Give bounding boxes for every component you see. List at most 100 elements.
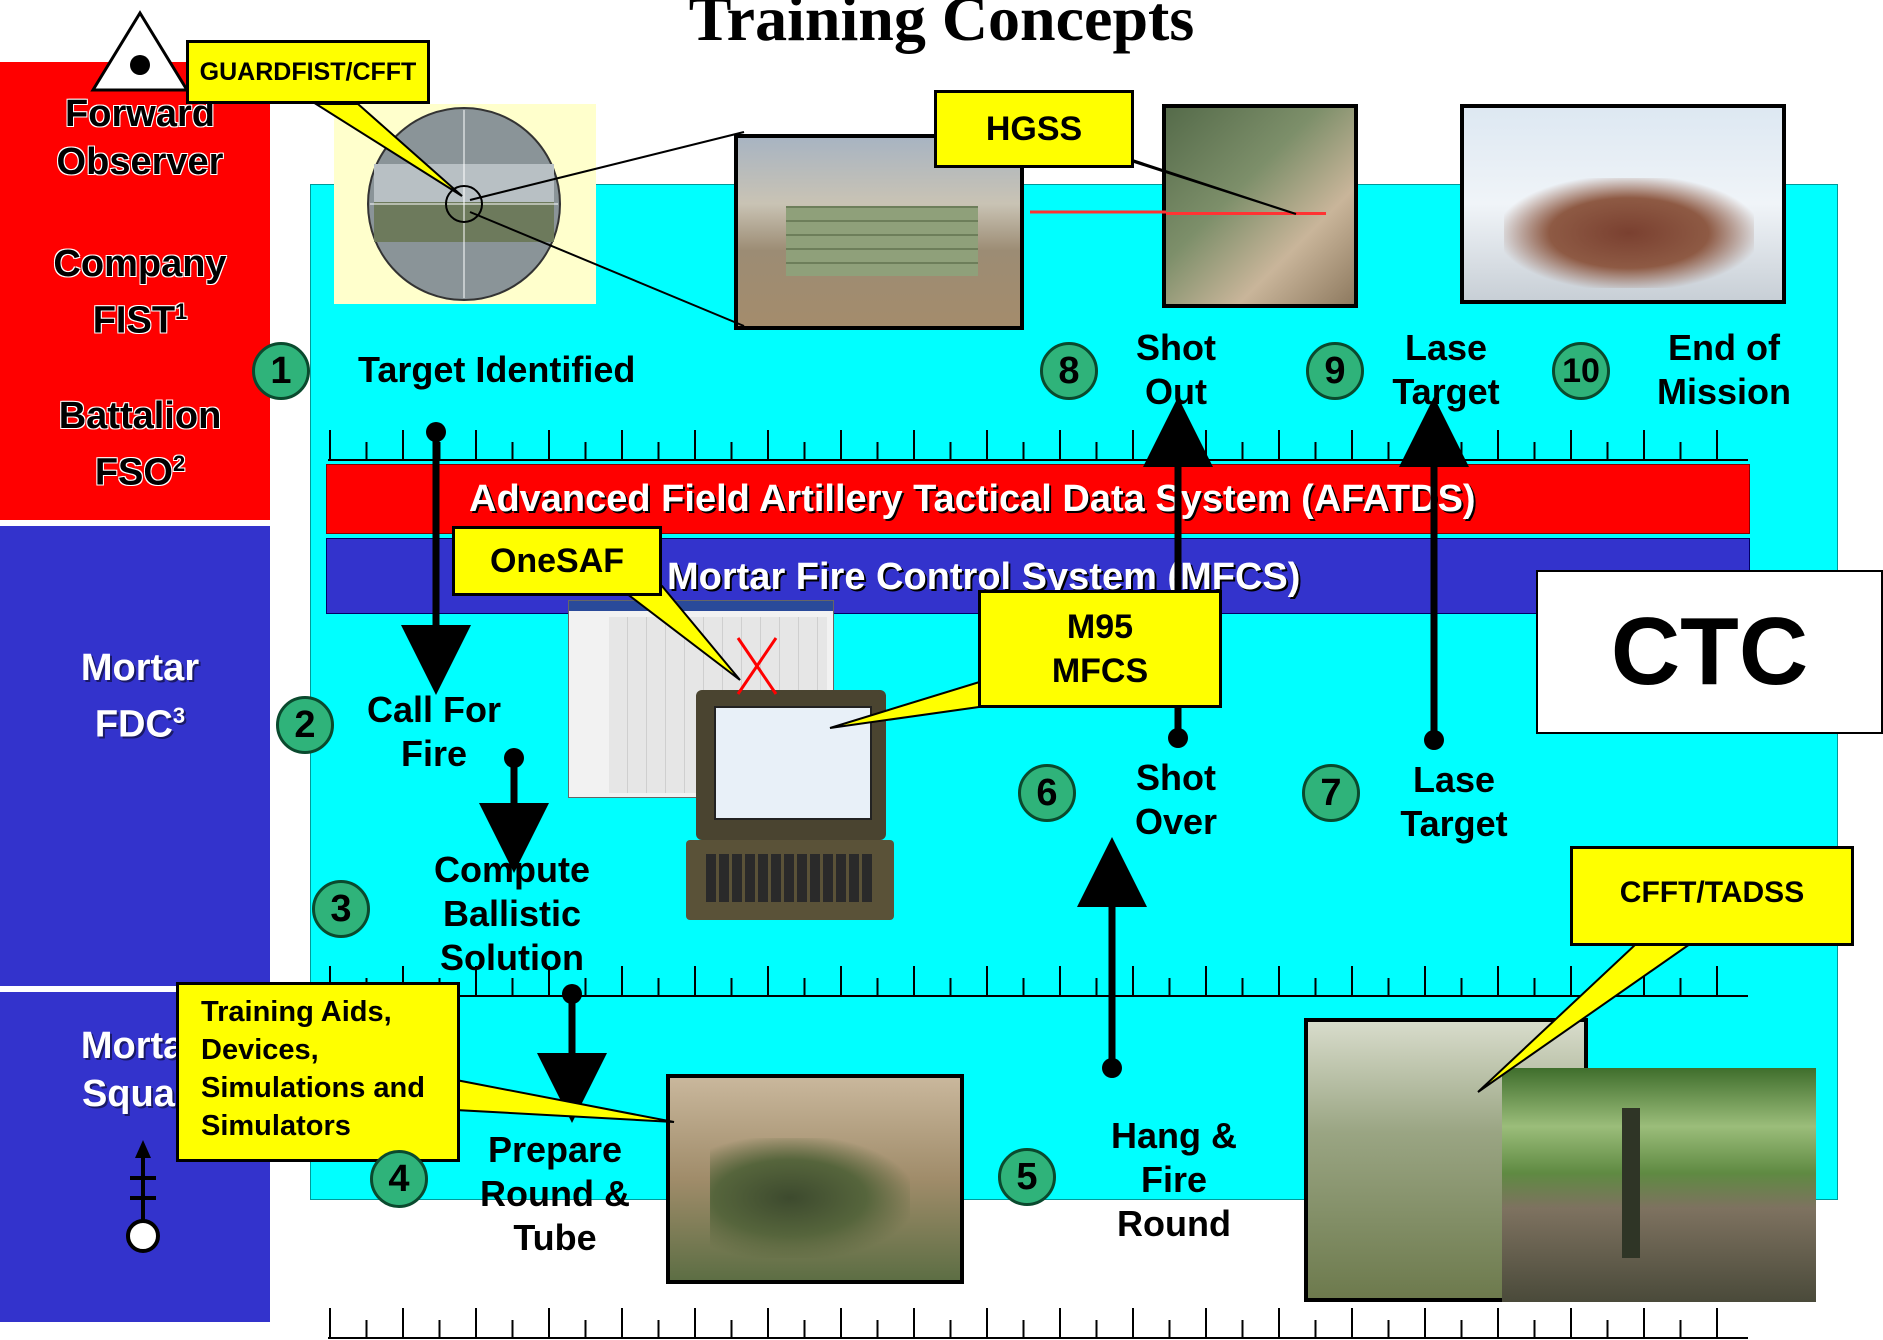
callout-tadss-line1: Training Aids,: [201, 996, 392, 1028]
step-label-2-line1: Call For: [366, 689, 501, 730]
hgss-photo: [1162, 104, 1358, 308]
afatds-bar: Advanced Field Artillery Tactical Data S…: [326, 464, 1750, 534]
step-label-6-line1: Shot: [1136, 757, 1216, 798]
step-number-1: 1: [252, 342, 310, 400]
callout-tadss-line2: Devices,: [201, 1034, 319, 1066]
step-label-5-line2: Fire: [1140, 1159, 1208, 1200]
role-forward-observer-text: Forward Observer: [56, 93, 224, 183]
role-company-fist: Company FIST1: [10, 240, 270, 345]
callout-guardfist: GUARDFIST/CFFT: [186, 40, 430, 104]
step-label-5: Hang & Fire Round: [1090, 1114, 1258, 1246]
callout-m95-line1: M95: [1066, 608, 1134, 646]
step-label-9: Lase Target: [1378, 326, 1514, 414]
soldiers-figure: [710, 1138, 910, 1258]
callout-onesaf: OneSAF: [452, 526, 662, 596]
step-label-3-line1: Compute: [434, 849, 590, 890]
callout-onesaf-text: OneSAF: [489, 542, 625, 580]
step-number-3: 3: [312, 880, 370, 938]
step-label-10-line1: End of: [1668, 327, 1780, 368]
ctc-box: CTC: [1536, 570, 1883, 734]
callout-tadss-line3: Simulations and: [201, 1072, 425, 1104]
role-fist-sup: 1: [175, 299, 188, 324]
role-fdc-line: FDC3: [10, 692, 270, 749]
role-fist-line: FIST1: [10, 288, 270, 345]
step-number-2: 2: [276, 696, 334, 754]
step-label-1: Target Identified: [358, 348, 635, 392]
step-label-5-line3: Round: [1117, 1203, 1231, 1244]
mortar-symbol-icon: [126, 1140, 160, 1253]
step-label-2-line2: Fire: [400, 733, 468, 774]
step-label-7-line1: Lase: [1412, 759, 1496, 800]
laser-beam: [1166, 212, 1326, 215]
step-number-5: 5: [998, 1148, 1056, 1206]
ctc-label: CTC: [1610, 598, 1809, 705]
scope-graphic: [367, 107, 561, 301]
step-label-7: Lase Target: [1386, 758, 1522, 846]
role-mortar-fdc: Mortar FDC3: [10, 644, 270, 749]
step-label-3-line3: Solution: [440, 937, 584, 978]
step-label-4: Prepare Round & Tube: [462, 1128, 648, 1260]
callout-tadss-line4: Simulators: [201, 1110, 351, 1142]
step-label-9-line2: Target: [1392, 371, 1500, 412]
tadss-simulator-photo: [1502, 1068, 1816, 1302]
step-label-8-line1: Shot: [1136, 327, 1216, 368]
onesaf-titlebar: [569, 601, 833, 611]
step-label-4-line3: Tube: [513, 1217, 597, 1258]
step-label-4-line2: Round &: [480, 1173, 630, 1214]
m95-device-image: [686, 690, 894, 928]
target-photo: [1460, 104, 1786, 304]
role-fso-text: FSO: [94, 451, 173, 494]
step-label-6: Shot Over: [1116, 756, 1236, 844]
role-company-text: Company: [53, 243, 227, 285]
step-label-8: Shot Out: [1116, 326, 1236, 414]
step-number-6: 6: [1018, 764, 1076, 822]
step-label-6-line2: Over: [1134, 801, 1218, 842]
role-battalion-text: Battalion: [58, 395, 222, 437]
sandbag-wall: [786, 206, 978, 276]
callout-cfft-tadss: CFFT/TADSS: [1570, 846, 1854, 946]
step-label-2: Call For Fire: [352, 688, 516, 776]
step-number-10: 10: [1552, 342, 1610, 400]
role-panel-forward-observer: [0, 62, 270, 520]
step-number-9: 9: [1306, 342, 1364, 400]
step-label-4-line1: Prepare: [487, 1129, 623, 1170]
role-panel-mortar-fdc: [0, 526, 270, 986]
target-debris: [1504, 178, 1754, 288]
role-fso-line: FSO2: [10, 440, 270, 497]
role-forward-observer: Forward Observer: [10, 90, 270, 186]
callout-cfft-tadss-text: CFFT/TADSS: [1619, 876, 1805, 909]
role-fdc-text: FDC: [94, 703, 173, 746]
step-label-3: Compute Ballistic Solution: [420, 848, 604, 980]
callout-tadss-definition: Training Aids, Devices, Simulations and …: [176, 982, 460, 1162]
step-number-4: 4: [370, 1150, 428, 1208]
role-fist-text: FIST: [92, 299, 176, 342]
guardfist-scope-image: [334, 104, 596, 304]
ruler-bottom: [328, 1308, 1748, 1339]
callout-m95: M95 MFCS: [978, 590, 1222, 708]
step-label-9-line1: Lase: [1404, 327, 1488, 368]
step-label-1-line1: Target Identified: [358, 349, 636, 390]
step-label-10: End of Mission: [1646, 326, 1802, 414]
role-battalion-fso: Battalion FSO2: [10, 392, 270, 497]
role-fso-sup: 2: [172, 451, 186, 476]
afatds-label: Advanced Field Artillery Tactical Data S…: [469, 478, 1476, 520]
role-fdc-sup: 3: [172, 703, 186, 728]
callout-guardfist-text: GUARDFIST/CFFT: [199, 58, 417, 86]
callout-hgss: HGSS: [934, 90, 1134, 168]
step-number-7: 7: [1302, 764, 1360, 822]
callout-hgss-text: HGSS: [985, 110, 1083, 148]
mortar-tube: [1622, 1108, 1640, 1258]
callout-m95-line2: MFCS: [1051, 652, 1149, 690]
step-label-8-line2: Out: [1145, 371, 1207, 412]
observer-triangle-icon: [90, 10, 190, 92]
page-title: Training Concepts: [688, 0, 1195, 54]
device-keys: [706, 854, 874, 902]
role-mortar-fdc-text: Mortar: [80, 647, 200, 689]
step-label-3-line2: Ballistic: [442, 893, 582, 934]
step-number-8: 8: [1040, 342, 1098, 400]
prepare-round-photo: [666, 1074, 964, 1284]
step-label-10-line2: Mission: [1656, 371, 1791, 412]
step-label-5-line1: Hang &: [1111, 1115, 1237, 1156]
